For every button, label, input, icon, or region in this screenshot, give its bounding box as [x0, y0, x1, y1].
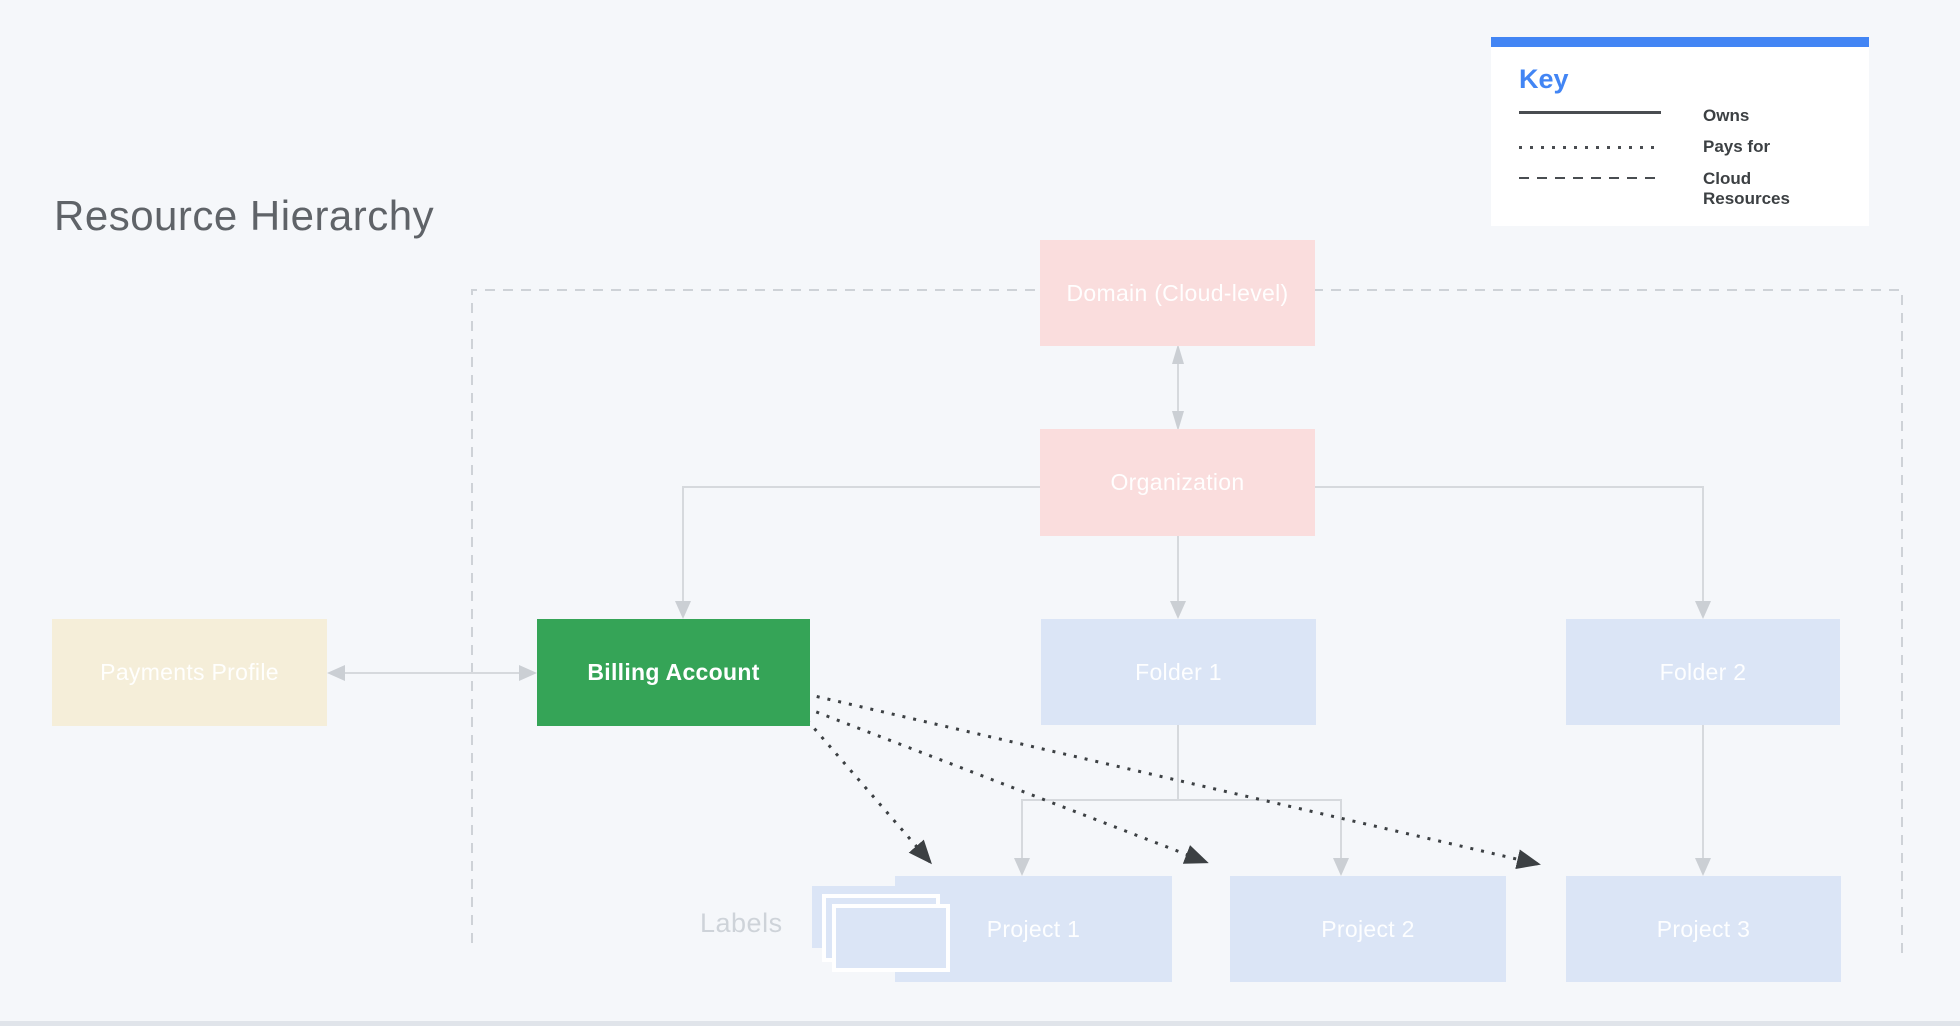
- legend-accent-bar: [1491, 37, 1869, 47]
- legend-card: Key Owns Pays for Cloud Resources: [1491, 37, 1869, 226]
- legend-row-owns: Owns: [1519, 106, 1847, 126]
- node-project-3: Project 3: [1566, 876, 1841, 982]
- legend-row-pays-for: Pays for: [1519, 137, 1847, 157]
- node-domain-label: Domain (Cloud-level): [1066, 279, 1289, 306]
- page-title: Resource Hierarchy: [54, 192, 435, 239]
- labels-stack-icon: [812, 886, 950, 972]
- legend-solid-line-icon: [1519, 110, 1661, 114]
- legend-dotted-line-icon: [1519, 146, 1661, 150]
- legend-cloud-resources-label: Cloud Resources: [1703, 168, 1790, 209]
- window-bottom-edge: [0, 1021, 1960, 1026]
- node-payments-label: Payments Profile: [100, 659, 279, 685]
- legend-row-cloud-resources: Cloud Resources: [1519, 169, 1847, 210]
- connector-organization-folder2: [1315, 486, 1711, 619]
- node-domain: Domain (Cloud-level): [1040, 240, 1315, 346]
- node-organization: Organization: [1040, 429, 1315, 536]
- node-folder-1: Folder 1: [1041, 619, 1316, 725]
- connector-folder2-project3: [1695, 725, 1711, 876]
- node-billing-account: Billing Account: [537, 619, 810, 726]
- labels-caption: Labels: [700, 908, 783, 938]
- connector-billing-pays-project3: [805, 692, 1541, 869]
- node-project3-label: Project 3: [1656, 915, 1751, 942]
- node-billing-label: Billing Account: [587, 659, 760, 685]
- connector-organization-billing: [675, 486, 1041, 619]
- node-project1-label: Project 1: [986, 915, 1081, 942]
- node-folder1-label: Folder 1: [1135, 658, 1222, 685]
- legend-body: Key Owns Pays for Cloud Resources: [1491, 47, 1869, 226]
- node-payments-profile: Payments Profile: [52, 619, 327, 726]
- connector-organization-folder1: [1170, 536, 1186, 619]
- node-project-2: Project 2: [1230, 876, 1506, 982]
- node-folder2-label: Folder 2: [1659, 658, 1747, 685]
- connector-payments-billing: [327, 665, 537, 681]
- connector-billing-pays-project1: [798, 711, 932, 865]
- legend-owns-label: Owns: [1703, 106, 1750, 125]
- connector-billing-pays-project2: [805, 706, 1209, 864]
- node-project2-label: Project 2: [1321, 915, 1415, 942]
- legend-pays-for-label: Pays for: [1703, 137, 1771, 157]
- legend-title: Key: [1519, 64, 1569, 94]
- connector-folder1-projects: [1014, 725, 1349, 876]
- legend-dashed-line-icon: [1519, 176, 1661, 179]
- labels-card-front-icon: [832, 904, 950, 972]
- node-organization-label: Organization: [1110, 469, 1245, 495]
- node-folder-2: Folder 2: [1566, 619, 1840, 725]
- connector-domain-organization: [1172, 344, 1184, 431]
